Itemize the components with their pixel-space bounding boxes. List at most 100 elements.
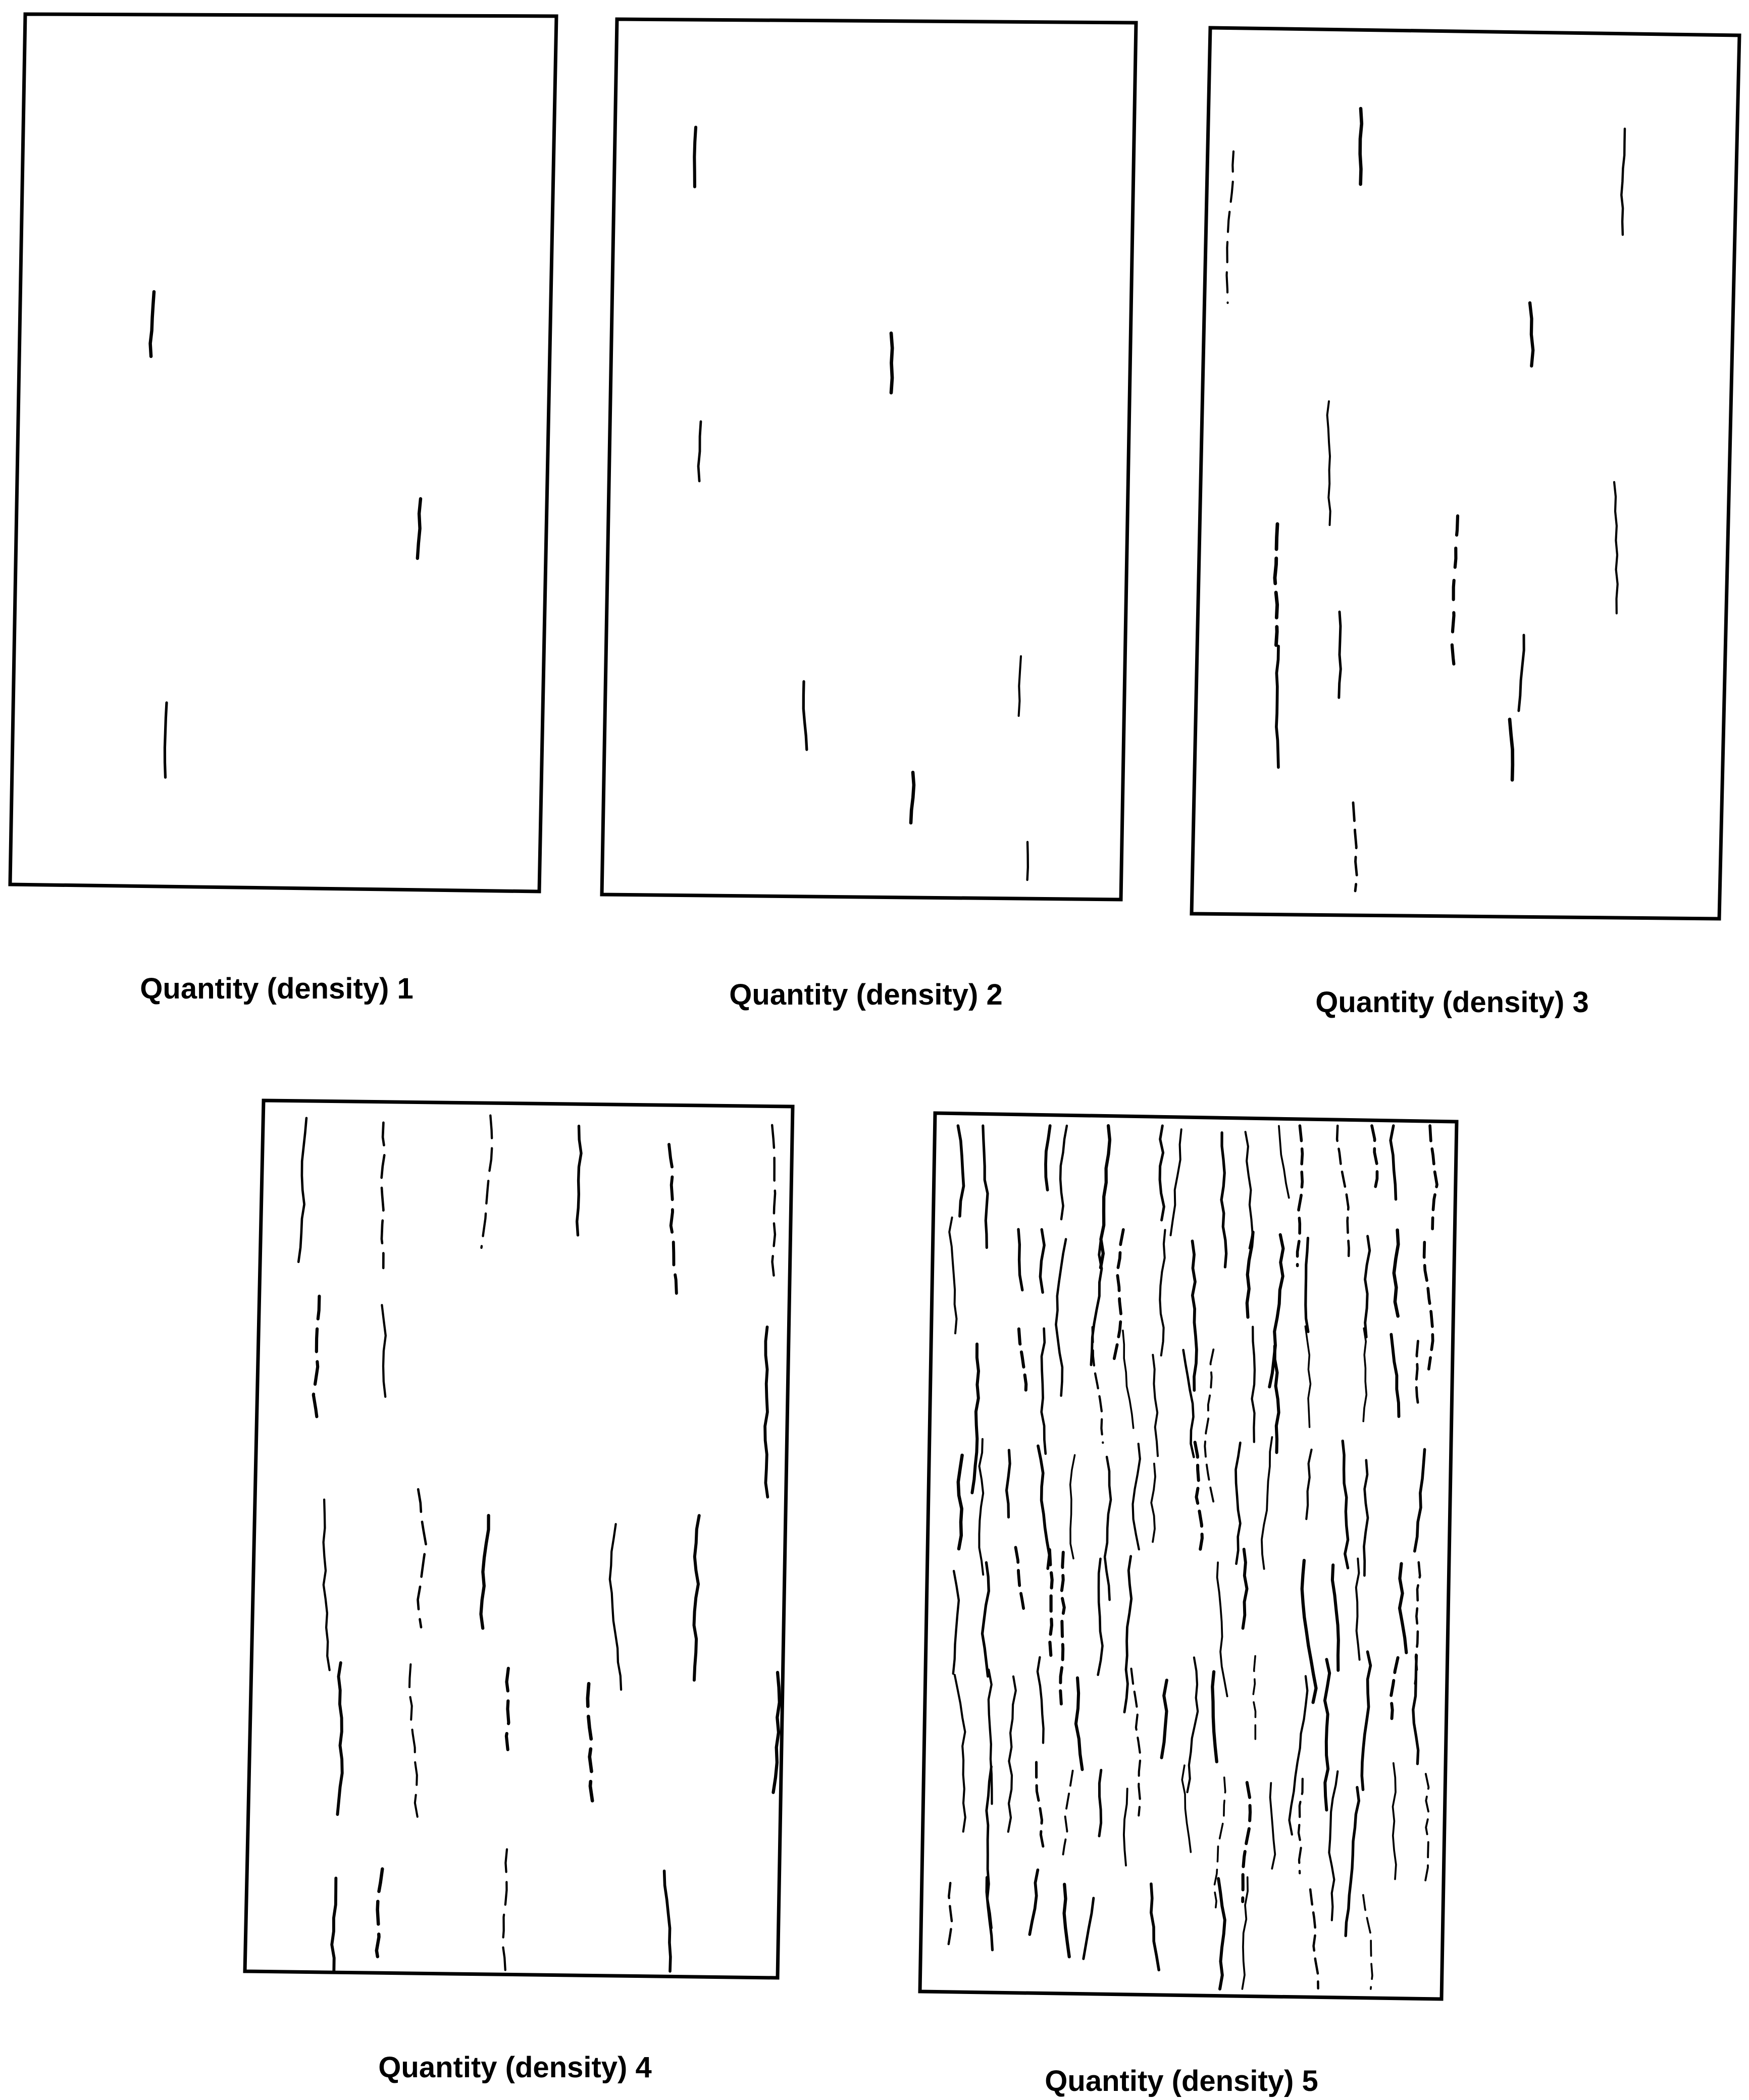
crack-mark [1101,1126,1110,1268]
crack-mark [1171,1129,1181,1235]
crack-mark [1364,1460,1368,1576]
crack-mark [1424,1242,1433,1369]
crack-mark [1391,1126,1396,1199]
crack-mark [1365,1236,1370,1337]
crack-mark [1056,1239,1066,1396]
crack-mark [1425,1774,1429,1881]
crack-mark [481,1515,489,1628]
crack-mark [1400,1564,1406,1653]
crack-mark [1162,1680,1167,1758]
crack-mark [1243,1549,1247,1629]
crack-mark [1393,1763,1396,1879]
crack-mark [337,1663,342,1815]
crack-mark [1060,1552,1064,1704]
crack-mark [165,703,167,777]
crack-mark [1042,1329,1046,1454]
crack-mark [1019,1329,1026,1398]
crack-mark [972,1344,979,1493]
crack-mark [911,772,914,823]
crack-mark [1062,1771,1073,1862]
crack-mark [891,333,892,393]
crack-mark [774,1672,780,1793]
crack-mark [1008,1676,1016,1832]
crack-mark [1356,1559,1360,1660]
crack-mark [588,1684,592,1801]
crack-mark [1391,1658,1398,1723]
crack-group [298,1116,780,1971]
crack-mark [1151,1463,1155,1542]
crack-mark [1363,1895,1372,1989]
crack-mark [409,1664,418,1817]
crack-mark [482,1116,492,1248]
panel-frame [1192,28,1739,919]
crack-mark [1040,1230,1044,1293]
crack-mark [418,1489,426,1627]
crack-mark [1105,1457,1111,1600]
crack-mark [1337,1126,1349,1262]
crack-mark [1329,1771,1338,1920]
crack-mark [1430,1126,1437,1229]
crack-mark [1298,1126,1303,1266]
crack-mark [1038,1446,1050,1568]
crack-mark [150,292,154,356]
crack-mark [1510,719,1513,780]
crack-mark [1076,1678,1083,1770]
crack-mark [1353,803,1357,891]
crack-mark [1262,1437,1272,1569]
panel-density-4: Quantity (density) 4 [245,1100,793,2084]
crack-mark [314,1296,320,1424]
crack-mark [298,1118,306,1262]
crack-mark [1133,1444,1140,1549]
crack-mark [983,1126,988,1248]
crack-mark [1416,1341,1419,1410]
crack-mark [1394,1230,1399,1317]
crack-mark [1246,1132,1253,1248]
crack-group [1227,109,1625,891]
crack-mark [1124,1789,1127,1865]
crack-mark [983,1562,989,1676]
crack-mark [1153,1355,1158,1456]
crack-group [150,292,421,777]
crack-mark [1099,1770,1101,1836]
crack-mark [1188,1657,1198,1792]
crack-mark [694,127,696,187]
panel-frame [602,19,1136,900]
panel-density-5: Quantity (density) 5 [920,1113,1457,2097]
crack-mark [1212,1672,1217,1762]
crack-mark [1218,1878,1225,1989]
crack-mark [1046,1126,1050,1190]
crack-mark [1123,1331,1134,1428]
crack-mark [1339,612,1341,698]
crack-mark [1131,1669,1141,1816]
crack-mark [1160,1126,1164,1220]
crack-mark [958,1455,962,1549]
crack-mark [1236,1443,1241,1564]
crack-mark [1070,1455,1075,1558]
crack-mark [1027,842,1028,880]
crack-mark [949,1218,956,1333]
crack-mark [979,1439,983,1575]
crack-mark [803,681,807,750]
crack-mark [1160,1230,1165,1356]
crack-mark [1195,1442,1202,1552]
panel-frame [245,1100,793,1978]
crack-mark [1098,1559,1103,1675]
panel-density-1: Quantity (density) 1 [10,14,556,1005]
crack-mark [1299,1779,1303,1873]
crack-mark [1327,401,1330,525]
crack-mark [1060,1126,1067,1219]
crack-mark [1362,1652,1370,1790]
crack-mark [1007,1450,1010,1517]
crack-mark [1346,1788,1359,1936]
crack-mark [772,1125,775,1276]
crack-mark [1310,1889,1318,1988]
panel-caption: Quantity (density) 1 [140,972,413,1005]
panel-caption: Quantity (density) 5 [1045,2065,1318,2097]
crack-mark [1050,1550,1052,1655]
crack-mark [1018,1229,1022,1290]
crack-mark [1275,524,1277,645]
crack-mark [1332,1565,1339,1670]
panel-frame [920,1113,1457,1999]
crack-mark [1084,1898,1094,1959]
